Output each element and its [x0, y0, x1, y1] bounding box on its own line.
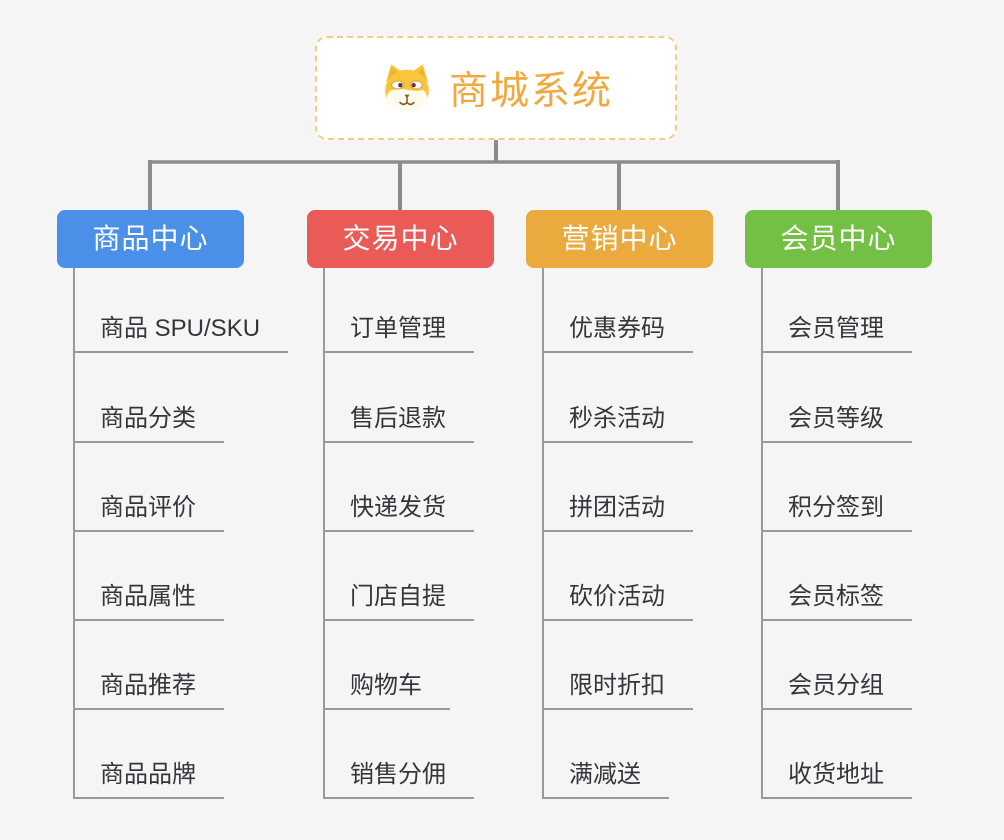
- sub-item-node[interactable]: 售后退款: [323, 403, 474, 443]
- sub-item-node[interactable]: 满减送: [542, 759, 669, 799]
- sub-item-node[interactable]: 商品评价: [73, 492, 224, 532]
- root-title: 商城系统: [448, 70, 613, 113]
- sub-item-node[interactable]: 会员管理: [761, 313, 912, 353]
- sub-item-node[interactable]: 门店自提: [323, 581, 474, 621]
- sub-item-node[interactable]: 快递发货: [323, 492, 474, 532]
- sub-item-node[interactable]: 商品品牌: [73, 759, 224, 799]
- sub-item-node[interactable]: 拼团活动: [542, 492, 693, 532]
- column-trunk-line: [73, 268, 75, 799]
- sub-item-node[interactable]: 会员分组: [761, 670, 912, 710]
- sub-item-node[interactable]: 商品分类: [73, 403, 224, 443]
- sub-item-node[interactable]: 商品 SPU/SKU: [73, 313, 289, 353]
- sub-item-node[interactable]: 会员标签: [761, 581, 912, 621]
- column-trunk-line: [542, 268, 544, 799]
- column-member-center: 会员管理 会员等级 积分签到 会员标签 会员分组 收货地址: [761, 268, 1004, 808]
- sub-item-node[interactable]: 优惠券码: [542, 313, 693, 353]
- sub-item-node[interactable]: 秒杀活动: [542, 403, 693, 443]
- sub-item-node[interactable]: 购物车: [323, 670, 450, 710]
- branch-node-trade-center[interactable]: 交易中心: [307, 210, 494, 268]
- column-product-center: 商品 SPU/SKU 商品分类 商品评价 商品属性 商品推荐 商品品牌: [73, 268, 333, 808]
- sub-item-node[interactable]: 会员等级: [761, 403, 912, 443]
- root-node[interactable]: 商城系统: [315, 36, 677, 140]
- column-trade-center: 订单管理 售后退款 快递发货 门店自提 购物车 销售分佣: [323, 268, 583, 808]
- branch-node-member-center[interactable]: 会员中心: [745, 210, 932, 268]
- sub-item-node[interactable]: 积分签到: [761, 492, 912, 532]
- dog-face-icon: [379, 62, 435, 114]
- sub-item-node[interactable]: 商品属性: [73, 581, 224, 621]
- column-marketing-center: 优惠券码 秒杀活动 拼团活动 砍价活动 限时折扣 满减送: [542, 268, 802, 808]
- sub-item-node[interactable]: 砍价活动: [542, 581, 693, 621]
- branch-node-marketing-center[interactable]: 营销中心: [526, 210, 713, 268]
- column-trunk-line: [323, 268, 325, 799]
- sub-item-node[interactable]: 限时折扣: [542, 670, 693, 710]
- sub-item-node[interactable]: 销售分佣: [323, 759, 474, 799]
- branch-node-product-center[interactable]: 商品中心: [57, 210, 244, 268]
- sub-item-node[interactable]: 订单管理: [323, 313, 474, 353]
- sub-item-node[interactable]: 收货地址: [761, 759, 912, 799]
- sub-item-node[interactable]: 商品推荐: [73, 670, 224, 710]
- column-trunk-line: [761, 268, 763, 799]
